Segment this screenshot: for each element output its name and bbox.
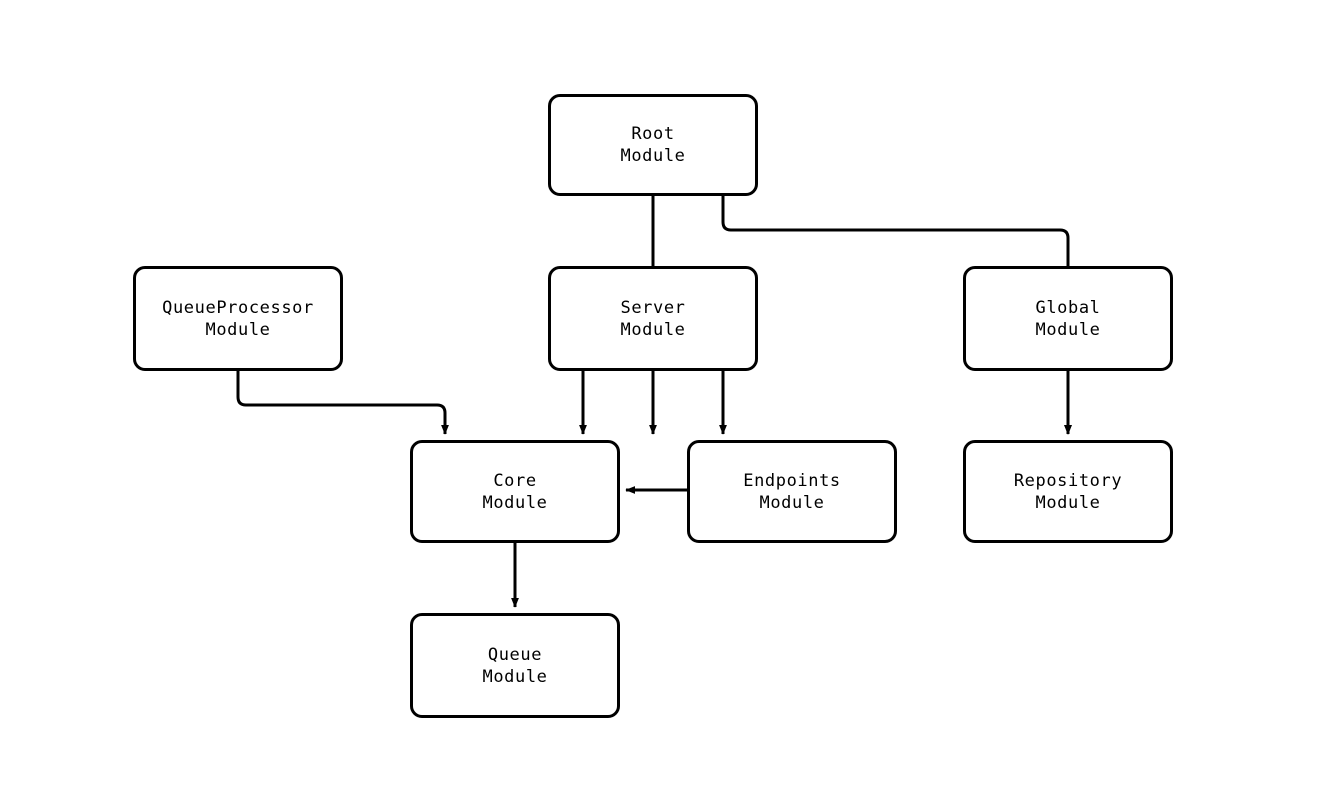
node-label-line1-server: Server [620,297,686,318]
node-label-line2-global: Module [1035,319,1101,340]
node-label-line1-root: Root [631,124,675,144]
node-label-line1-core: Core [493,470,537,491]
edges-group [236,196,1072,608]
node-label-line2-endpoints: Module [759,492,825,513]
edge-queueprocessor-core [236,371,449,435]
node-label-line2-server: Module [620,319,686,340]
node-label-line1-queue: Queue [487,644,543,665]
node-label-line1-queueprocessor: QueueProcessor [162,297,314,318]
node-label-line2-queue: Module [482,666,548,687]
node-label-line2-root: Module [620,146,686,166]
node-label-line1-repository: Repository [1013,470,1123,491]
node-label-line2-core: Module [482,492,548,513]
node-label-line2-repository: Module [1035,492,1101,513]
node-label-line1-global: Global [1035,297,1101,318]
node-label-line2-queueprocessor: Module [205,319,271,340]
node-label-line1-endpoints: Endpoints [743,470,841,491]
